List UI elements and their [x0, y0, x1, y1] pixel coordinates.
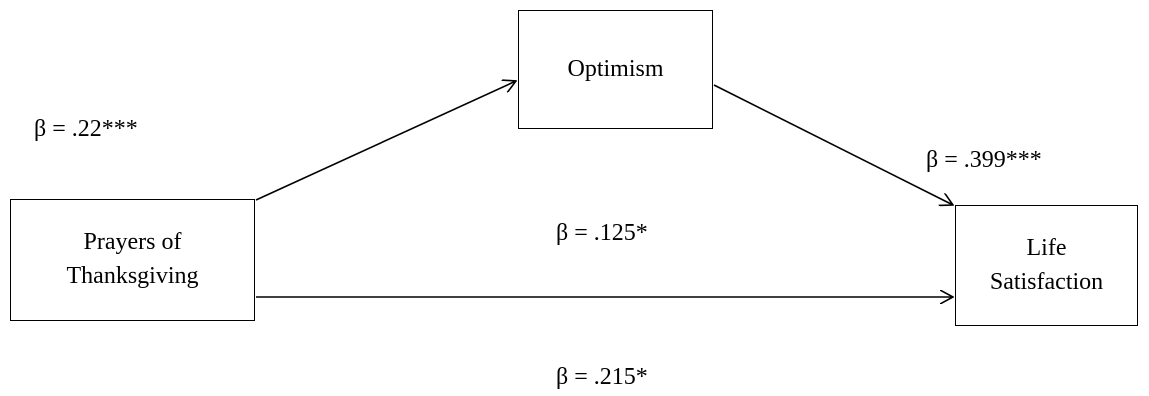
node-optimism-text: Optimism [567, 53, 663, 87]
node-prayers-text: Prayers of Thanksgiving [67, 226, 199, 293]
coefficient-a-path: β = .22*** [34, 116, 138, 142]
node-life-text: Life Satisfaction [990, 232, 1103, 299]
node-optimism-label: Optimism [567, 55, 664, 82]
coefficient-b-path: β = .399*** [926, 147, 1042, 173]
node-life-label-line-1: Life [1026, 234, 1067, 261]
node-life-satisfaction: Life Satisfaction [955, 205, 1138, 326]
node-prayers-of-thanksgiving: Prayers of Thanksgiving [10, 199, 255, 321]
node-prayers-label-line-2: Thanksgiving [66, 263, 199, 289]
coefficient-c-path: β = .215* [556, 364, 648, 390]
node-optimism: Optimism [518, 10, 713, 129]
node-prayers-label-line-1: Prayers of [83, 229, 182, 256]
coefficient-c-prime-path: β = .125* [556, 220, 648, 246]
arrow-optimism-to-life-satisfaction [713, 84, 953, 205]
arrow-prayers-to-optimism [255, 81, 516, 201]
node-life-label-line-2: Satisfaction [989, 268, 1104, 295]
